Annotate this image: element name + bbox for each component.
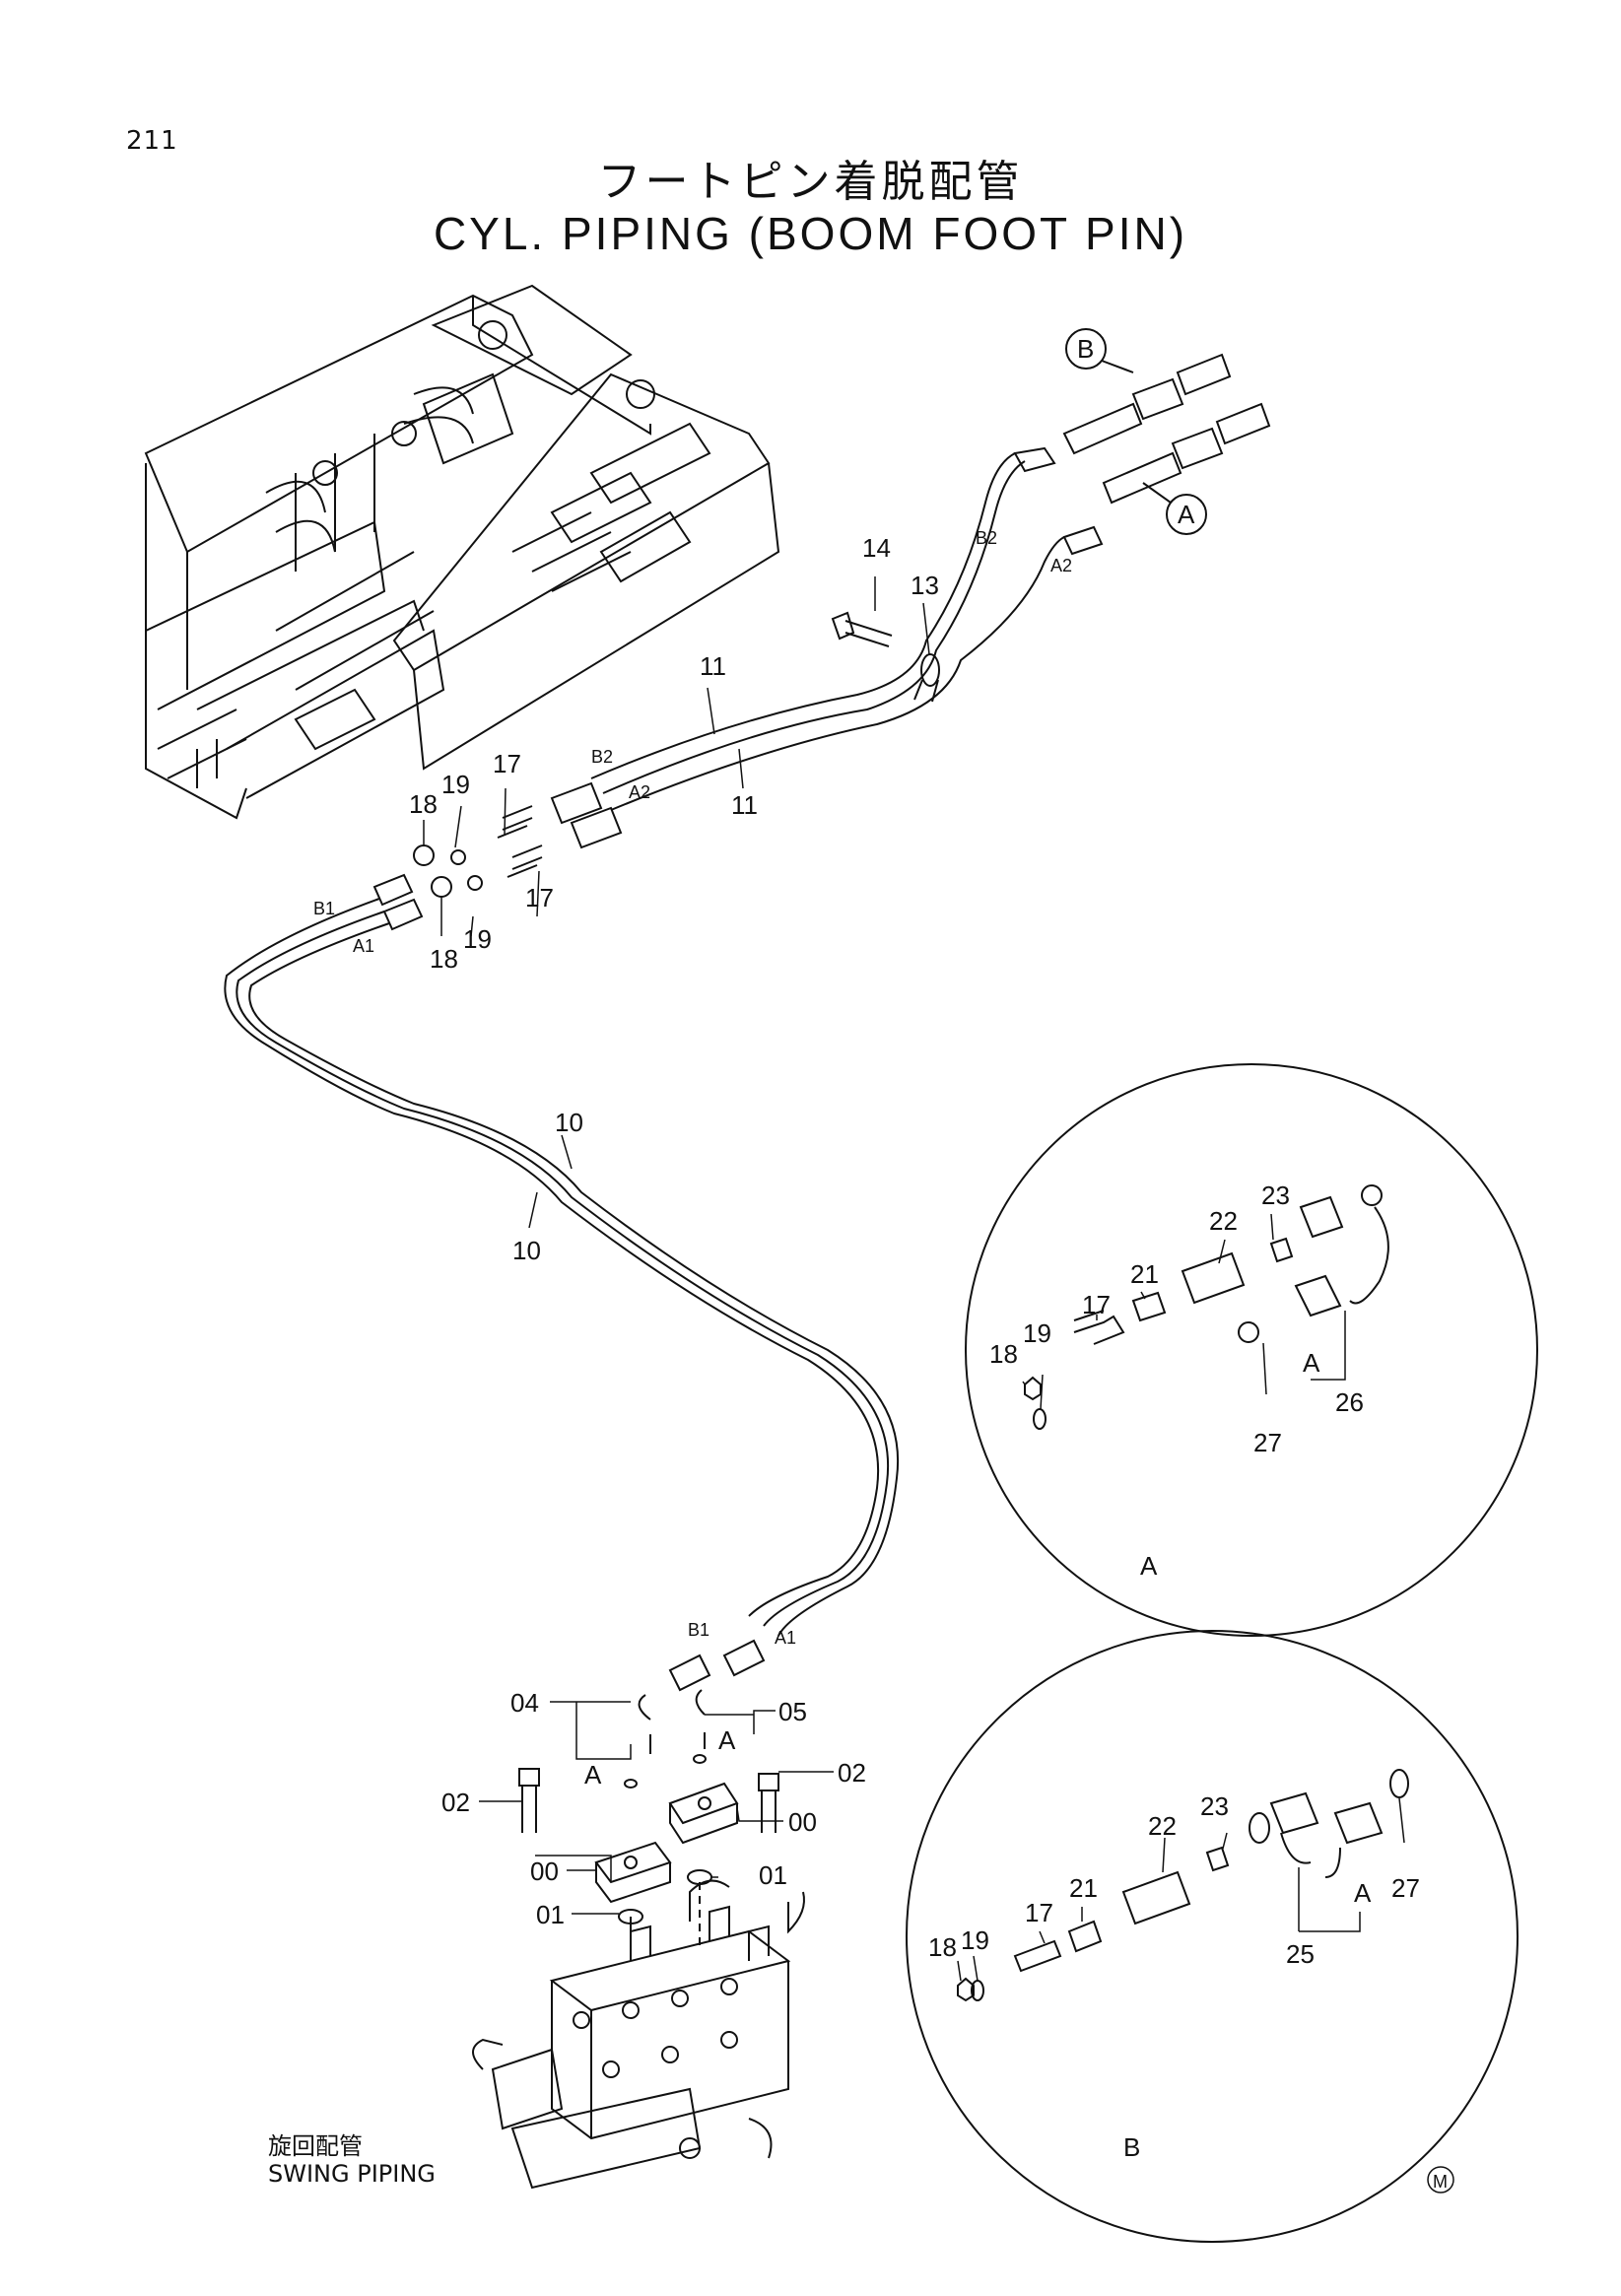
port-b1-lower: B1 xyxy=(688,1620,709,1640)
callout-11-upper: 11 xyxy=(700,651,726,681)
hose-10-pair xyxy=(224,898,900,1637)
callout-13: 13 xyxy=(911,571,939,600)
title-japanese: フートピン着脱配管 xyxy=(597,157,1024,207)
bolt-02-pair xyxy=(518,1768,779,1833)
m-mark-letter: M xyxy=(1433,2172,1448,2192)
callout-14: 14 xyxy=(862,533,891,563)
port-a2-lower: A2 xyxy=(629,782,650,802)
port-b1-upper: B1 xyxy=(313,899,335,918)
callout-11-lower: 11 xyxy=(731,790,758,820)
balloon-A-letter: A xyxy=(1178,500,1195,529)
detailB-mark-A: A xyxy=(1354,1878,1372,1908)
callout-10-lower: 10 xyxy=(512,1236,541,1265)
detailA-callout-26: 26 xyxy=(1335,1387,1364,1417)
swing-piping-jp: 旋回配管 xyxy=(268,2132,363,2160)
lower-couplers xyxy=(638,1639,766,1754)
callout-01-left: 01 xyxy=(536,1900,565,1929)
port-a2-upper: A2 xyxy=(1050,556,1072,575)
detailA-callout-27: 27 xyxy=(1253,1428,1282,1457)
detailA-callout-23: 23 xyxy=(1261,1181,1290,1210)
port-a1-upper: A1 xyxy=(353,936,374,956)
callout-02-right: 02 xyxy=(838,1758,866,1788)
callout-04: 04 xyxy=(510,1688,539,1718)
detailB-callout-18: 18 xyxy=(928,1932,957,1962)
m-mark: M xyxy=(1427,2166,1454,2194)
section-mark-A-left: A xyxy=(584,1760,602,1790)
callout-05: 05 xyxy=(778,1697,807,1726)
detailB-callout-22: 22 xyxy=(1148,1811,1177,1841)
detailB-callout-23: 23 xyxy=(1200,1791,1229,1821)
o-rings-01 xyxy=(618,1754,712,1925)
balloon-A-upper xyxy=(1142,482,1207,535)
boom-frame xyxy=(144,284,780,820)
section-mark-A-right: A xyxy=(718,1725,736,1755)
callout-00-left: 00 xyxy=(530,1857,559,1886)
port-a1-lower: A1 xyxy=(775,1628,796,1648)
callout-19-lower: 19 xyxy=(463,924,492,954)
callout-10-upper: 10 xyxy=(555,1108,583,1137)
callout-02-left: 02 xyxy=(441,1788,470,1817)
balloon-B-letter: B xyxy=(1077,334,1094,364)
detail-B xyxy=(906,1630,1519,2243)
balloon-B-upper xyxy=(1065,328,1134,373)
detail-A xyxy=(965,1063,1538,1637)
bolt-14 xyxy=(831,611,893,647)
callout-17-lower: 17 xyxy=(525,883,554,912)
page-number: 211 xyxy=(126,126,178,156)
detailA-callout-22: 22 xyxy=(1209,1206,1238,1236)
detailA-callout-21: 21 xyxy=(1130,1259,1159,1289)
detailB-callout-25: 25 xyxy=(1286,1939,1315,1969)
port-b2-upper: B2 xyxy=(976,528,997,548)
callout-labels: 14 13 11 11 17 17 19 19 18 18 10 10 04 0… xyxy=(409,533,1420,1969)
detailB-callout-19: 19 xyxy=(961,1925,989,1955)
upper-couplers xyxy=(1013,353,1271,556)
swing-piping-en: SWING PIPING xyxy=(268,2160,436,2188)
port-b2-lower: B2 xyxy=(591,747,613,767)
valve-assembly xyxy=(472,1879,805,2190)
detailA-caption: A xyxy=(1140,1551,1158,1581)
detailA-callout-18: 18 xyxy=(989,1339,1018,1369)
detailB-callout-27: 27 xyxy=(1391,1873,1420,1903)
detailB-callout-21: 21 xyxy=(1069,1873,1098,1903)
hose-11-pair xyxy=(590,452,1065,811)
callout-00-right: 00 xyxy=(788,1807,817,1837)
clamp-13 xyxy=(913,653,940,703)
detailA-callout-17: 17 xyxy=(1082,1290,1111,1319)
callout-17-upper: 17 xyxy=(493,749,521,778)
detailB-caption: B xyxy=(1123,2132,1140,2162)
title-english: CYL. PIPING (BOOM FOOT PIN) xyxy=(433,208,1188,259)
detailA-callout-19: 19 xyxy=(1023,1318,1051,1348)
callout-18-upper: 18 xyxy=(409,789,438,819)
detailA-mark-A: A xyxy=(1303,1348,1320,1378)
callout-01-right: 01 xyxy=(759,1860,787,1890)
leader-lines xyxy=(423,576,1405,1982)
block-plates xyxy=(594,1782,739,1904)
reference-letters: B A A A A A A B xyxy=(584,334,1372,2162)
callout-18-lower: 18 xyxy=(430,944,458,974)
port-labels: B2 A2 B2 A2 B1 A1 B1 A1 xyxy=(313,528,1072,1648)
detailB-callout-17: 17 xyxy=(1025,1898,1053,1927)
callout-19-upper: 19 xyxy=(441,770,470,799)
fitting-group-17-18-19 xyxy=(372,781,623,931)
